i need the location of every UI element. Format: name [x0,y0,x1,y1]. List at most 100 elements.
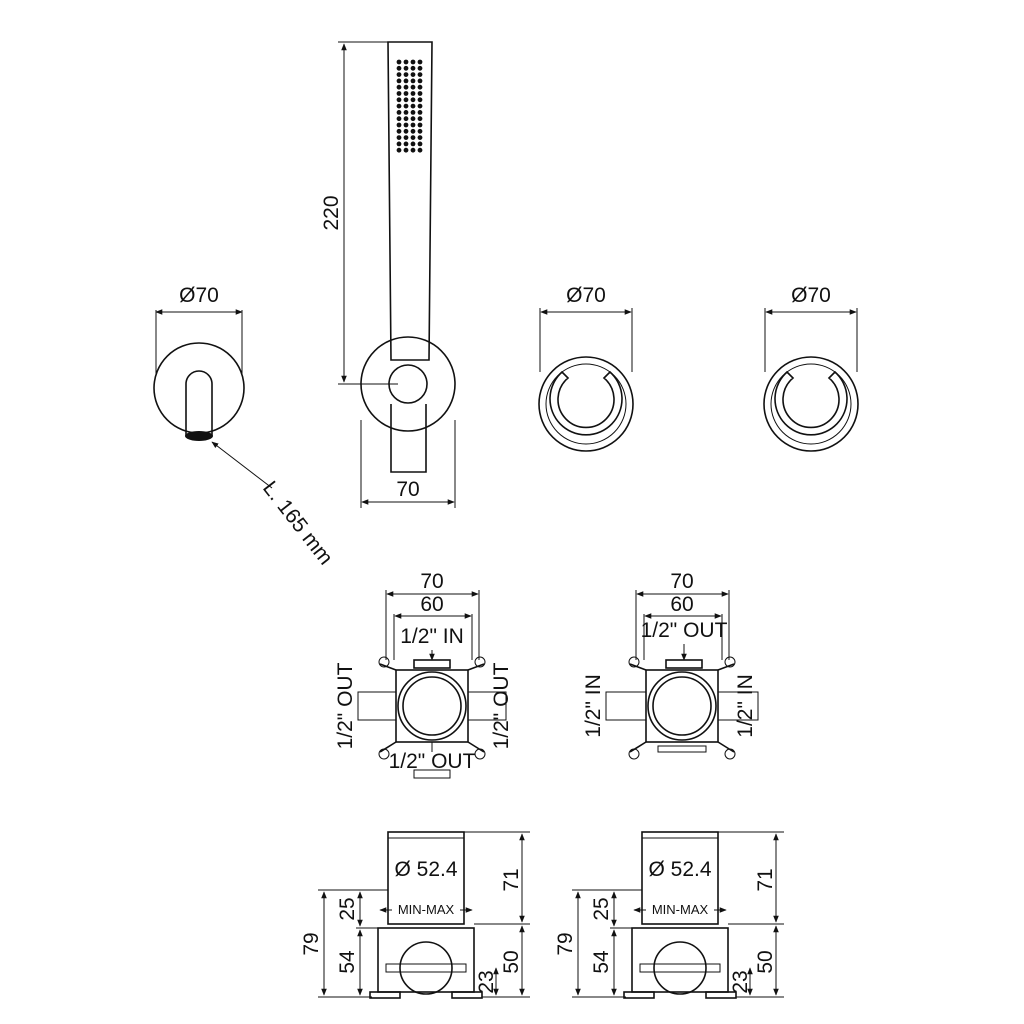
nozzle-dot [417,59,423,65]
nozzle-dot [403,116,409,122]
box-1-left-outlet-label: 1/2" OUT [334,662,357,749]
nozzle-dot [396,59,402,65]
hand-shower-view: 220 70 [320,41,456,508]
nozzle-dot [403,72,409,77]
nozzle-dot [417,147,423,153]
box-1-height-23: 23 [475,970,498,993]
nozzle-dot [396,110,402,115]
box-2-left-inlet-label: 1/2" IN [582,674,605,737]
box-2-height-23: 23 [729,970,752,993]
nozzle-dot [396,103,402,109]
mixer-handle-2-view: Ø70 [763,284,859,452]
nozzle-dot [403,84,409,90]
box-2-height-54: 54 [590,950,613,974]
handle-2-diameter-label: Ø70 [791,284,831,307]
box-2-diameter-label: Ø 52.4 [648,858,711,881]
box-2-height-79: 79 [554,932,577,955]
nozzle-dot [410,91,416,96]
box-1-inlet-label: 1/2" IN [400,625,463,648]
nozzle-dot [396,135,402,141]
box-1-width-60: 60 [420,593,443,616]
nozzle-dot [396,141,402,147]
mixer-handle-1-view: Ø70 [538,284,634,452]
nozzle-dot [417,116,423,122]
nozzle-dot [410,72,416,77]
box-2-front-view: 70 60 1/2" OUT 1/2" IN 1/2" IN [582,570,759,760]
nozzle-dot [417,65,423,71]
nozzle-dot [417,91,423,96]
box-1-height-25: 25 [336,897,359,920]
nozzle-dot [410,59,416,65]
nozzle-dot [403,65,409,71]
nozzle-dot [410,147,416,153]
box-1-height-50: 50 [500,950,523,973]
shower-length-label: 220 [320,195,343,230]
nozzle-dot [396,97,402,103]
nozzle-dot [417,103,423,109]
nozzle-dot [403,97,409,103]
box-2-side-view: Ø 52.4 MIN-MAX 71 50 23 79 25 54 [554,831,784,999]
nozzle-dot [396,122,402,128]
nozzle-dot [410,116,416,122]
nozzle-dot [403,128,409,134]
box-2-width-70: 70 [670,570,693,593]
nozzle-dot [410,110,416,115]
nozzle-dot [403,122,409,128]
box-2-right-inlet-label: 1/2" IN [734,674,757,737]
nozzle-dot [396,91,402,96]
spout-diameter-label: Ø70 [179,284,219,307]
box-1-width-70: 70 [420,570,443,593]
box-1-right-outlet-label: 1/2" OUT [490,662,513,749]
nozzle-dot [417,110,423,115]
nozzle-dot [417,72,423,77]
handle-1-diameter-label: Ø70 [566,284,606,307]
box-1-minmax-label: MIN-MAX [398,902,455,917]
box-2-outlet-label: 1/2" OUT [641,619,728,642]
box-1-height-79: 79 [300,932,323,955]
box-1-diameter-label: Ø 52.4 [394,858,457,881]
box-1-front-view: 70 60 1/2" IN 1/2" OUT 1/2" OUT 1/2" OUT [334,570,513,779]
nozzle-dot [410,141,416,147]
box-1-bottom-outlet-label: 1/2" OUT [389,750,476,773]
nozzle-dot [410,97,416,103]
nozzle-dot [410,65,416,71]
nozzle-dot [396,84,402,90]
nozzle-dots [396,59,423,153]
nozzle-dot [417,141,423,147]
box-1-height-54: 54 [336,950,359,974]
box-2-minmax-label: MIN-MAX [652,902,709,917]
nozzle-dot [417,97,423,103]
nozzle-dot [403,141,409,147]
nozzle-dot [396,65,402,71]
nozzle-dot [417,122,423,128]
nozzle-dot [403,91,409,96]
nozzle-dot [417,84,423,90]
nozzle-dot [417,78,423,84]
nozzle-dot [417,135,423,141]
box-2-height-71: 71 [754,868,777,891]
nozzle-dot [403,78,409,84]
nozzle-dot [410,128,416,134]
nozzle-dot [403,103,409,109]
nozzle-dot [410,78,416,84]
nozzle-dot [396,147,402,153]
nozzle-dot [410,103,416,109]
box-1-height-71: 71 [500,868,523,891]
box-1-side-view: Ø 52.4 MIN-MAX 71 50 23 79 25 54 [300,831,530,999]
nozzle-dot [396,128,402,134]
nozzle-dot [410,84,416,90]
nozzle-dot [410,135,416,141]
box-2-height-50: 50 [754,950,777,973]
nozzle-dot [410,122,416,128]
spout-outlet [185,431,213,441]
nozzle-dot [396,116,402,122]
spout-view: Ø70 L. 165 mm [153,284,337,569]
bracket-width-label: 70 [396,478,419,501]
box-2-height-25: 25 [590,897,613,920]
nozzle-dot [403,147,409,153]
nozzle-dot [403,135,409,141]
nozzle-dot [403,59,409,65]
box-2-width-60: 60 [670,593,693,616]
nozzle-dot [417,128,423,134]
